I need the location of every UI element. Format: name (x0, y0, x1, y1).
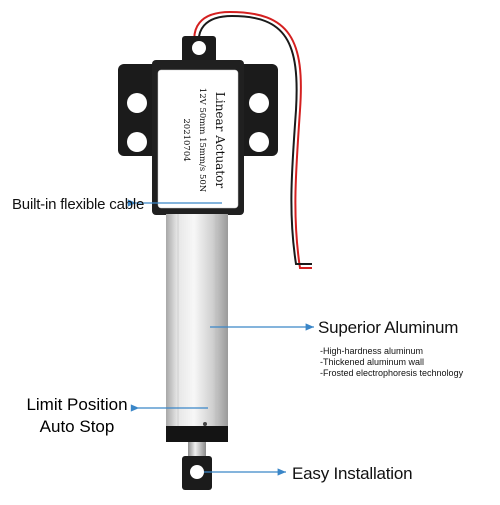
callout-aluminum-title: Superior Aluminum (318, 318, 459, 337)
aluminum-tube (166, 214, 228, 442)
cable (193, 10, 312, 269)
label-spec: 12V 50mm 15mm/s 50N (197, 88, 207, 193)
limit-line-2: Auto Stop (39, 417, 115, 436)
limit-line-1: Limit Position (26, 395, 128, 414)
aluminum-point: -High-hardness aluminum (320, 346, 424, 356)
callout-arrows (127, 199, 314, 476)
product-label: Linear Actuator 12V 50mm 15mm/s 50N 2021… (181, 88, 227, 193)
top-mounting-tab (182, 36, 216, 64)
callout-aluminum-points: -High-hardness aluminum -Thickened alumi… (320, 346, 463, 379)
aluminum-point: -Frosted electrophoresis technology (320, 368, 464, 378)
motor-housing (118, 60, 278, 215)
piston-rod (182, 442, 212, 490)
callout-installation: Easy Installation (292, 464, 413, 483)
label-title: Linear Actuator (213, 92, 227, 188)
callout-cable: Built-in flexible cable (12, 196, 145, 213)
label-date: 20210704 (181, 118, 191, 161)
aluminum-point: -Thickened aluminum wall (320, 357, 425, 367)
callout-limit-position: Limit Position Auto Stop (12, 394, 142, 438)
